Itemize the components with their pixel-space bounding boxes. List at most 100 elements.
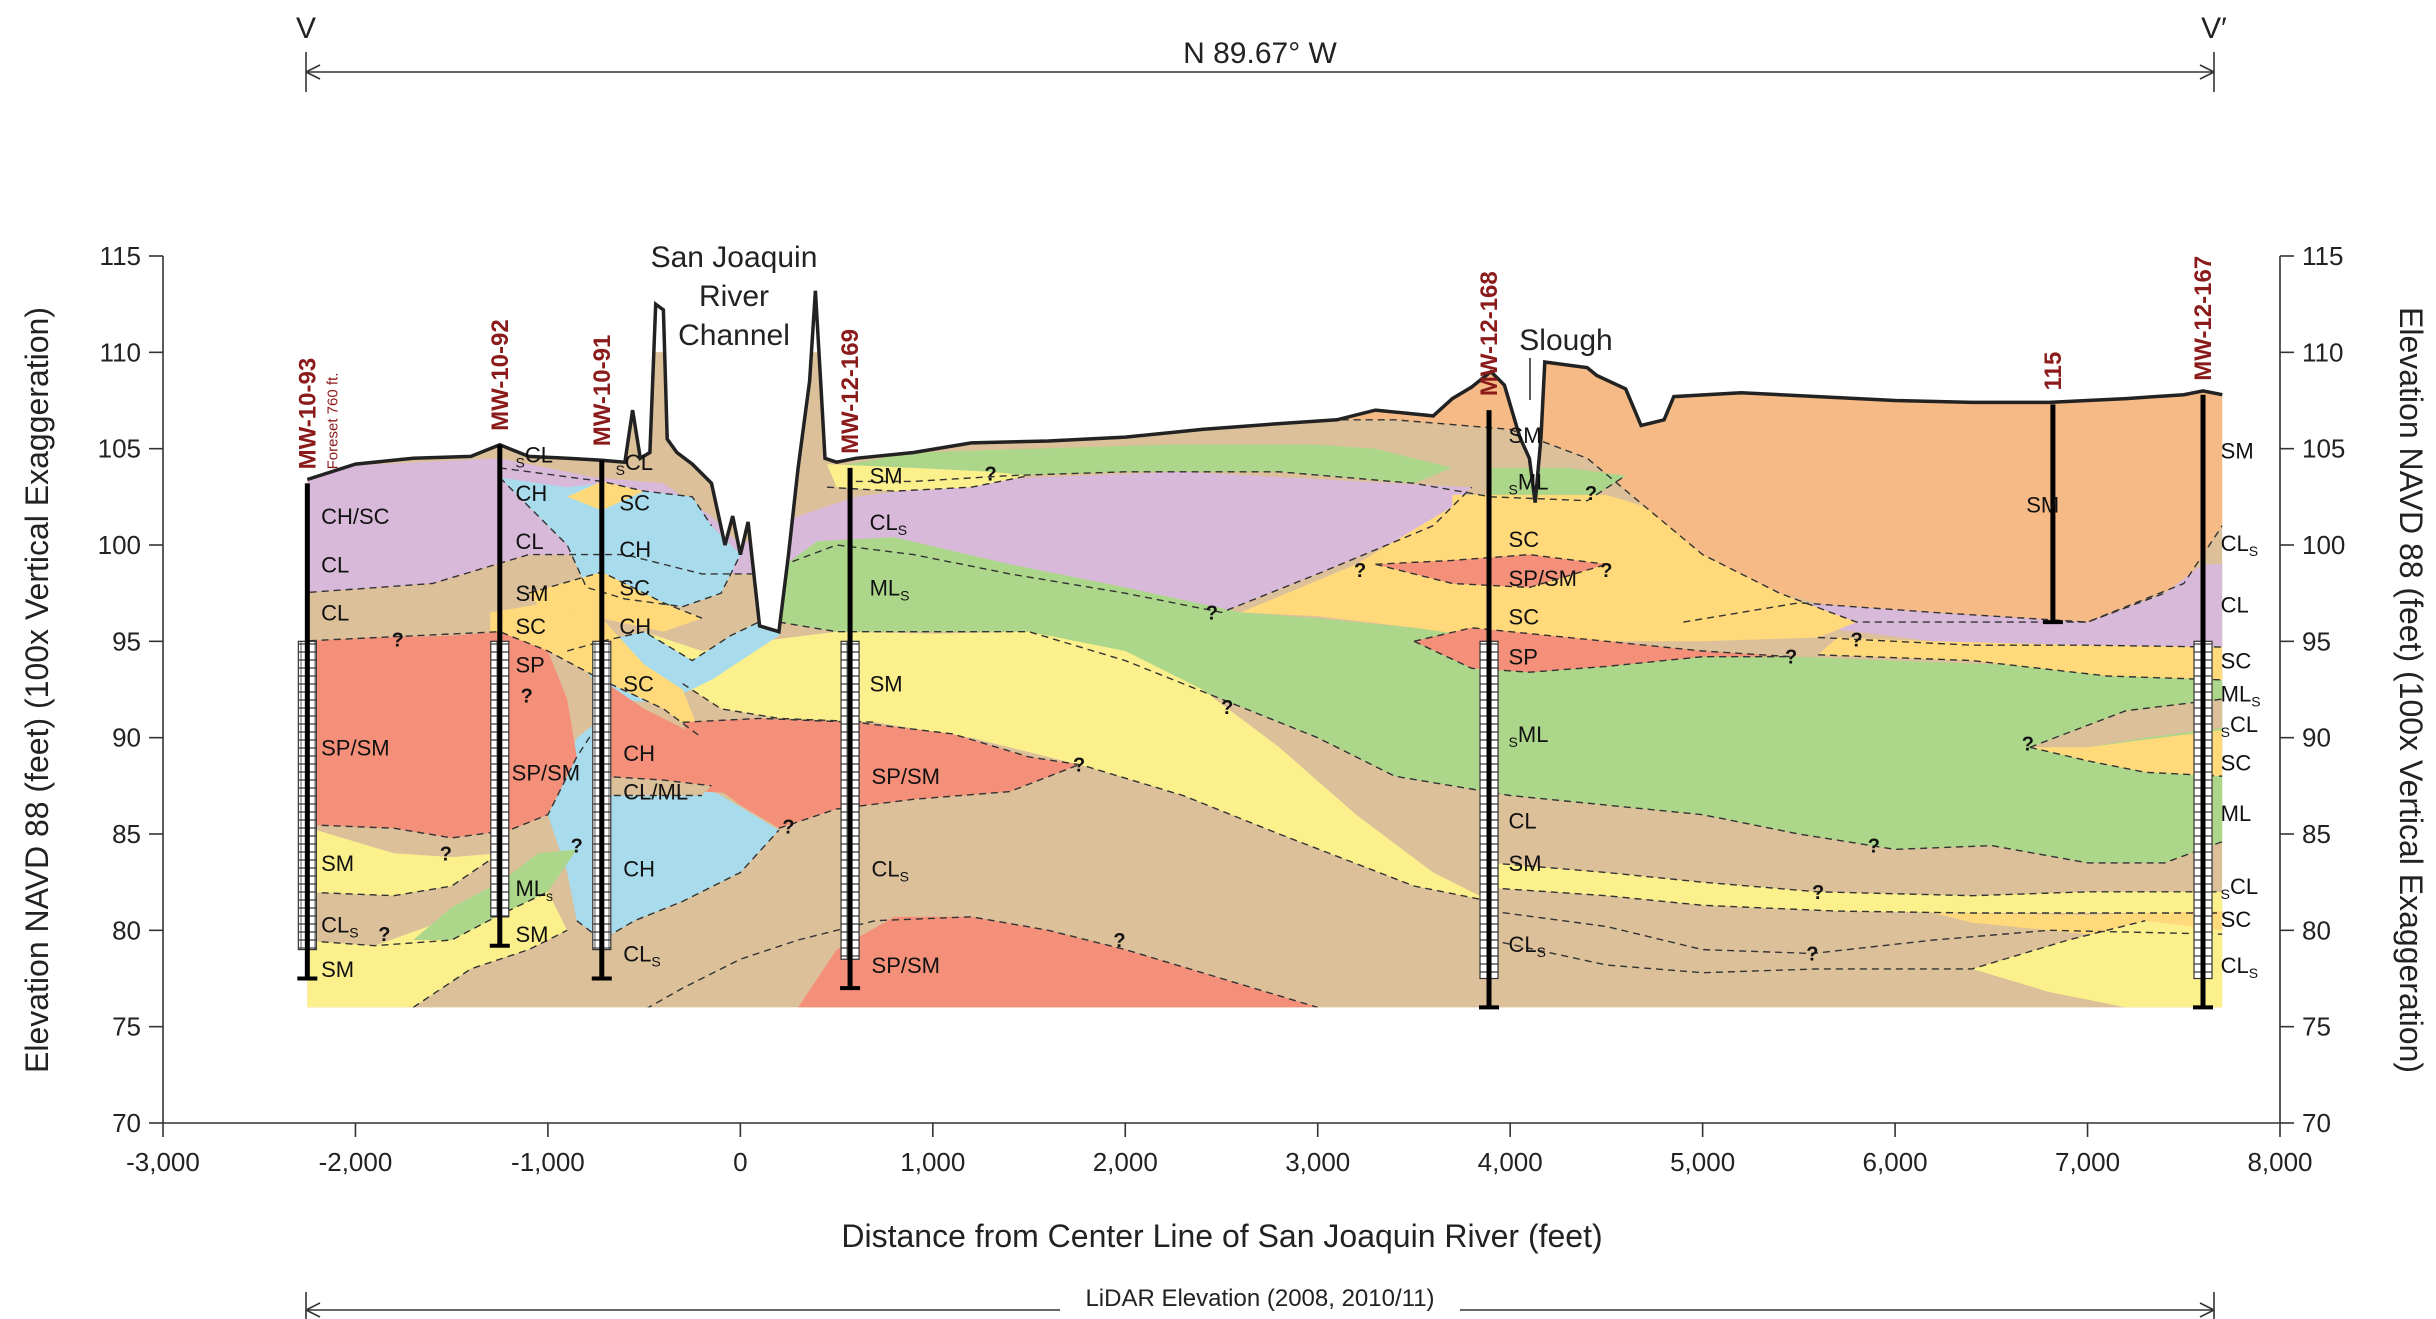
soil-label: SM xyxy=(870,672,903,697)
x-tick-label: 4,000 xyxy=(1478,1147,1543,1177)
soil-layer xyxy=(827,464,1029,492)
well-name: MW-12-168 xyxy=(1476,271,1503,396)
well-name: MW-10-93 xyxy=(294,358,321,470)
river-channel-label: San Joaquin River Channel xyxy=(651,241,818,352)
soil-layer xyxy=(1490,862,2223,913)
soil-label: CH/SC xyxy=(321,504,390,529)
contact-line xyxy=(307,891,549,947)
well-mw-10-92: MW-10-92 xyxy=(487,319,514,948)
contact-line xyxy=(307,486,1473,614)
soil-label: SC xyxy=(619,575,650,600)
y-tick-label: 85 xyxy=(2302,819,2331,849)
section-header: V V′ N 89.67° W xyxy=(296,12,2227,92)
soil-label: SM xyxy=(1509,423,1542,448)
soil-layer xyxy=(567,481,645,511)
contact-line xyxy=(1375,563,1607,589)
soil-label: CLS xyxy=(2221,953,2258,981)
soil-label: CLS xyxy=(623,941,660,969)
section-end-label: V′ xyxy=(2201,12,2227,45)
soil-layer xyxy=(307,824,500,896)
soil-label: SML xyxy=(1509,469,1549,497)
contact-line xyxy=(1086,765,1492,903)
well-mw-10-91: MW-10-91 xyxy=(589,335,616,981)
contact-line xyxy=(826,474,1030,492)
soil-label: CL xyxy=(321,552,349,577)
slough-label-group: Slough xyxy=(1519,324,1613,400)
soil-layer xyxy=(601,776,712,796)
y-tick-label: 70 xyxy=(2302,1108,2331,1138)
uncertain-mark: ? xyxy=(782,816,794,838)
well-name: MW-12-169 xyxy=(837,329,864,454)
soil-label: CL xyxy=(515,529,543,554)
x-tick-label: 7,000 xyxy=(2055,1147,2120,1177)
uncertain-mark: ? xyxy=(1868,836,1880,858)
section-start-label: V xyxy=(296,12,316,45)
y-tick-label: 80 xyxy=(112,915,141,945)
well-mw-12-168: MW-12-168 xyxy=(1476,271,1503,1010)
x-tick-label: 8,000 xyxy=(2247,1147,2312,1177)
contact-line xyxy=(682,683,876,723)
soil-type-labels: CH/SCCLCLSP/SMSMCLSSMSCLCHCLSMSCSPSP/SMM… xyxy=(321,423,2260,982)
contact-line xyxy=(855,471,1627,502)
soil-label: SML xyxy=(1509,722,1549,750)
y-tick-label: 115 xyxy=(2302,241,2343,271)
contact-line xyxy=(499,467,713,527)
soil-layer xyxy=(1683,564,2223,651)
soil-label: SP/SM xyxy=(872,764,940,789)
soil-label: SC xyxy=(1509,604,1540,629)
soil-label: SM xyxy=(1509,851,1542,876)
contact-line xyxy=(1413,627,1792,658)
soil-layer xyxy=(2029,699,2223,748)
x-tick-label: 1,000 xyxy=(900,1147,965,1177)
contact-line xyxy=(1818,654,2223,681)
uncertain-mark: ? xyxy=(378,924,390,946)
uncertain-mark: ? xyxy=(571,836,583,858)
x-tick-label: 2,000 xyxy=(1093,1147,1158,1177)
contact-line xyxy=(1375,553,1607,565)
soil-label: SCL xyxy=(616,450,653,478)
soil-label: SCL xyxy=(2221,712,2258,740)
soil-layer xyxy=(1818,637,2223,680)
river-label-line-1: San Joaquin xyxy=(651,241,818,274)
x-tick-label: -1,000 xyxy=(511,1147,585,1177)
soil-layer xyxy=(1414,627,1792,673)
contact-line xyxy=(412,929,568,1008)
y-tick-label: 95 xyxy=(112,626,141,656)
contact-line xyxy=(1490,920,2146,974)
well-115: 115 xyxy=(2040,352,2067,625)
soil-label: CH xyxy=(619,537,651,562)
well-note: Foreset 760 ft. xyxy=(324,373,341,470)
soil-layer xyxy=(499,477,741,607)
soil-layer xyxy=(1490,467,1626,501)
soil-label: SCL xyxy=(515,442,552,470)
contact-line xyxy=(1490,862,2223,897)
soil-label: SM xyxy=(870,464,903,489)
uncertain-mark: ? xyxy=(1221,697,1233,719)
x-tick-label: -2,000 xyxy=(319,1147,393,1177)
uncertain-mark: ? xyxy=(1806,943,1818,965)
soil-label: SM xyxy=(321,851,354,876)
layer-boundaries xyxy=(307,419,2223,1008)
uncertain-mark: ? xyxy=(1600,560,1612,582)
y-tick-label: 90 xyxy=(112,723,141,753)
uncertain-mark: ? xyxy=(521,685,533,707)
y-tick-label: 110 xyxy=(2302,337,2343,367)
well-mw-12-169: MW-12-169 xyxy=(837,329,864,991)
y-tick-label: 75 xyxy=(112,1012,141,1042)
x-tick-label: 0 xyxy=(733,1147,747,1177)
soil-label: CLS xyxy=(321,913,358,941)
lidar-source-label: LiDAR Elevation (2008, 2010/11) xyxy=(1085,1285,1434,1312)
x-tick-label: 5,000 xyxy=(1670,1147,1735,1177)
uncertain-mark: ? xyxy=(1812,882,1824,904)
soil-label: SC xyxy=(623,672,654,697)
contact-line xyxy=(307,852,501,897)
y-tick-label: 115 xyxy=(100,241,141,271)
soil-label: SP/SM xyxy=(872,953,940,978)
well-mw-12-167: MW-12-167 xyxy=(2190,256,2217,1010)
uncertain-mark: ? xyxy=(1850,629,1862,651)
y-tick-label: 80 xyxy=(2302,915,2331,945)
soil-label: SP/SM xyxy=(512,760,580,785)
ground-surface-line xyxy=(306,290,2223,634)
